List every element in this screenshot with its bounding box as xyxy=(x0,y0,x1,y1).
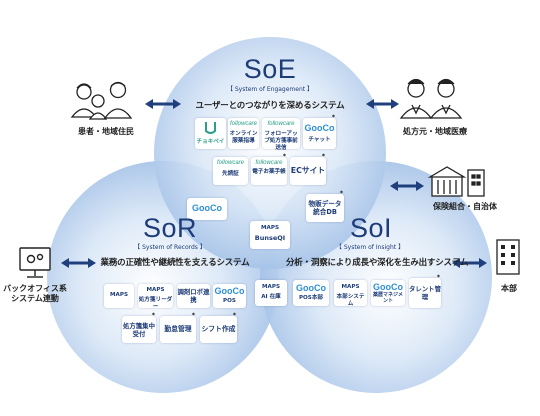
patients-family-icon xyxy=(70,81,133,120)
talent-label: タレント管理 xyxy=(409,285,441,301)
soe-subtitle: 【 System of Engagement 】 xyxy=(226,86,314,93)
followcare-logo: followcare xyxy=(267,121,295,127)
product-card-shift: * シフト作成 xyxy=(200,312,237,343)
soi-description: 分析・洞察により成長や深化を生み出すシステム xyxy=(286,258,469,268)
robot-label: 調剤ロボ連携 xyxy=(177,288,210,304)
star-mark: * xyxy=(436,274,440,281)
soe-title: SoE xyxy=(243,54,297,84)
bunseqi-label: BunseQI xyxy=(254,234,286,242)
followcare-logo: followcare xyxy=(216,160,244,166)
arrow-head xyxy=(173,99,181,109)
shift-label: シフト作成 xyxy=(201,325,236,333)
chokipay-logo-icon xyxy=(205,122,216,134)
maps-reader-label: 処方箋リーダー xyxy=(138,297,173,310)
online-label: オンライン服薬指導 xyxy=(229,131,258,144)
sor-title: SoR xyxy=(142,213,198,243)
star-mark: * xyxy=(282,153,286,160)
product-card-maps-ai: MAPS AI 在庫 xyxy=(255,280,287,306)
maps-logo: MAPS xyxy=(261,284,281,290)
gooco-mgmt-label: 薬歴マネジメント xyxy=(372,292,403,304)
product-card-gooco-pos: GooCo POS xyxy=(213,284,246,308)
gooco-pos-label: POS xyxy=(223,298,236,304)
arrow-head xyxy=(61,258,69,268)
product-card-followup: followcare フォローアップ処方箋事前送信 xyxy=(262,118,300,151)
maps-logo: MAPS xyxy=(146,287,165,293)
insurers-label: 保険組合・自治体 xyxy=(433,202,497,211)
star-mark: * xyxy=(331,114,335,121)
arrow-head xyxy=(366,99,374,109)
product-card-robot: 調剤ロボ連携 xyxy=(177,284,210,308)
maps-ai-label: AI 在庫 xyxy=(261,294,281,300)
prescribers-label: 処方元・地域医療 xyxy=(403,127,467,136)
denshi-label: 電子お薬手帳 xyxy=(252,169,286,175)
soe-description: ユーザーとのつながりを深めるシステム xyxy=(195,101,345,111)
product-card-maps-hq: MAPS 本部システム xyxy=(334,280,367,307)
butsuhan-label: 物販データ統合DB xyxy=(308,200,342,216)
product-card-shohosen: * 処方箋集中受付 xyxy=(122,312,156,343)
product-card-gooco-center: GooCo xyxy=(187,198,227,220)
product-card-butsuhan: * 物販データ統合DB xyxy=(306,190,344,222)
gooco-logo: GooCo xyxy=(373,282,403,292)
star-mark: * xyxy=(191,312,195,319)
star-mark: * xyxy=(339,190,343,197)
product-card-gooco-chat: * GooCo チャット xyxy=(303,114,336,149)
connector-arrows xyxy=(65,102,483,265)
soi-title: SoI xyxy=(349,213,393,243)
doctor-pharmacist-icon xyxy=(399,78,463,119)
product-card-online: followcare オンライン服薬指導 xyxy=(228,118,259,149)
government-building-icon xyxy=(427,166,485,197)
maps-logo: MAPS xyxy=(109,292,129,298)
maps-logo: MAPS xyxy=(260,225,280,231)
sor-subtitle: 【 System of Records 】 xyxy=(134,244,206,251)
product-card-chokipay: チョキペイ xyxy=(195,118,226,149)
followcare-logo: followcare xyxy=(255,160,283,166)
gooco-logo: GooCo xyxy=(214,286,245,296)
product-card-kintai: * 勤怠管理 xyxy=(160,312,196,343)
product-card-ec: * ECサイト xyxy=(290,153,326,185)
soi-subtitle: 【 System of Insight 】 xyxy=(335,244,405,251)
office-building-icon xyxy=(496,239,520,275)
arrow-head xyxy=(145,99,153,109)
arrow-head xyxy=(391,99,399,109)
backoffice-label: バックオフィス系システム連動 xyxy=(3,284,67,303)
arrow-head xyxy=(88,258,96,268)
arrow-head xyxy=(479,258,487,268)
gooco-logo: GooCo xyxy=(192,203,222,213)
product-card-sendoku: followcare 先読証 xyxy=(213,157,248,185)
star-mark: * xyxy=(321,153,325,160)
patients-label: 患者・地域住民 xyxy=(78,127,134,136)
sor-description: 業務の正確性や継続性を支えるシステム xyxy=(100,258,250,268)
gooco-logo: GooCo xyxy=(296,283,326,293)
product-card-maps: MAPS xyxy=(104,284,134,308)
gooco-pos-hq-label: POS本部 xyxy=(298,295,324,301)
ec-label: ECサイト xyxy=(290,166,326,175)
product-card-gooco-mgmt: GooCo 薬歴マネジメント xyxy=(371,280,405,306)
maps-hq-label: 本部システム xyxy=(336,294,365,307)
product-card-maps-reader: MAPS 処方箋リーダー xyxy=(138,284,173,310)
kintai-label: 勤怠管理 xyxy=(164,325,192,333)
followcare-logo: followcare xyxy=(229,121,257,127)
product-card-talent: * タレント管理 xyxy=(409,274,441,308)
followup-label: フォローアップ処方箋事前送信 xyxy=(264,131,298,151)
product-card-denshi: * followcare 電子お薬手帳 xyxy=(251,153,287,185)
product-card-gooco-pos-hq: GooCo POS本部 xyxy=(293,280,329,306)
maps-logo: MAPS xyxy=(341,284,360,290)
headquarters-label: 本部 xyxy=(501,284,517,293)
star-mark: * xyxy=(232,312,236,319)
shohosen-label: 処方箋集中受付 xyxy=(123,322,155,338)
gooco-chat-label: チャット xyxy=(308,137,331,143)
arrow-head xyxy=(452,258,460,268)
arrow-head xyxy=(416,181,424,191)
arrow-head xyxy=(390,181,398,191)
computer-monitor-icon xyxy=(19,247,51,278)
chokipay-label: チョキペイ xyxy=(196,139,225,145)
gooco-logo: GooCo xyxy=(304,123,335,133)
star-mark: * xyxy=(151,312,155,319)
product-card-bunseqi: MAPS BunseQI xyxy=(250,221,290,249)
sendoku-label: 先読証 xyxy=(222,171,239,177)
